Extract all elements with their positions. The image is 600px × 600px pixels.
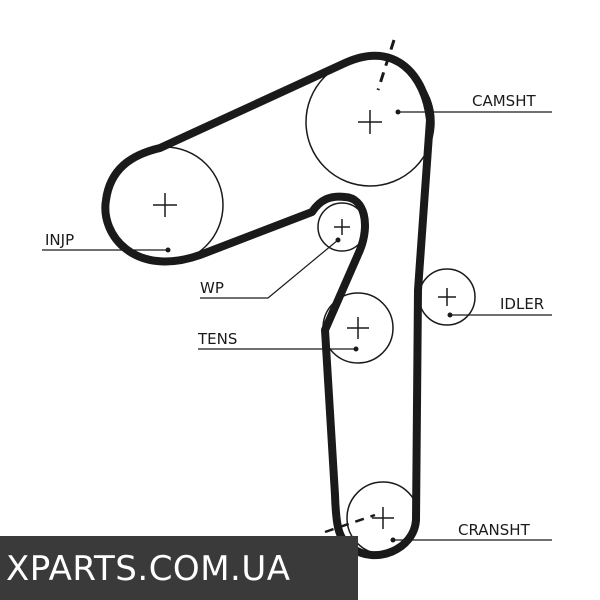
watermark-text: XPARTS.COM.UA xyxy=(6,549,291,589)
injection-pump-pulley xyxy=(106,146,224,264)
tensioner-label: TENS xyxy=(197,330,237,348)
water-pump-label: WP xyxy=(200,279,224,297)
crankshaft-pulley xyxy=(346,481,420,555)
water-pump-leader xyxy=(200,237,341,299)
idler-pulley xyxy=(418,268,476,326)
crankshaft-label: CRANSHT xyxy=(458,521,531,539)
idler-leader xyxy=(447,312,552,318)
watermark-band xyxy=(0,536,358,600)
camshaft-pulley xyxy=(305,57,435,187)
camshaft-leader xyxy=(395,109,552,115)
crankshaft-leader xyxy=(390,537,552,543)
camshaft-timing-mark xyxy=(376,39,396,91)
water-pump-pulley xyxy=(317,202,367,252)
camshaft-label: CAMSHT xyxy=(472,92,536,110)
timing-belt xyxy=(101,51,434,560)
tensioner-pulley xyxy=(322,292,394,364)
injection-pump-leader xyxy=(42,247,171,253)
idler-label: IDLER xyxy=(500,295,544,313)
crankshaft-timing-mark xyxy=(324,513,376,534)
injection-pump-label: INJP xyxy=(45,231,74,249)
tensioner-leader xyxy=(198,346,359,352)
